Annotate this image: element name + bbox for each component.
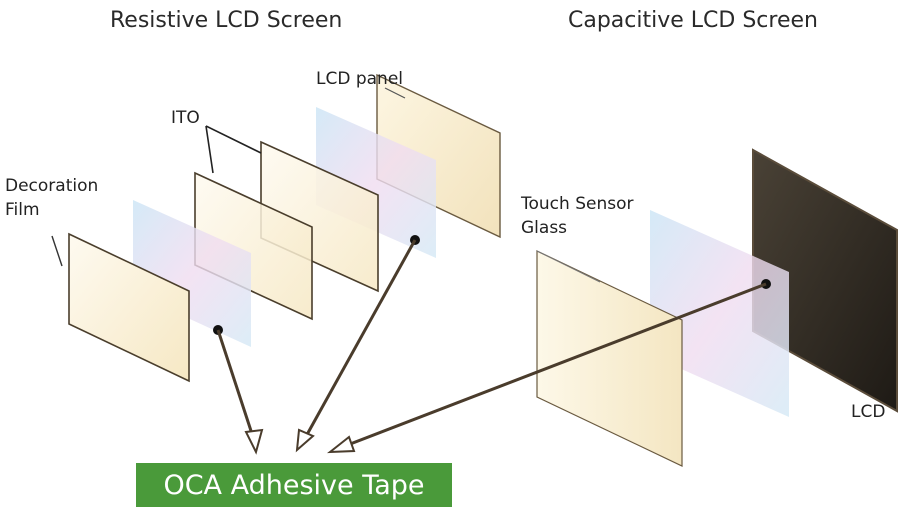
oca-adhesive-tape-callout: OCA Adhesive Tape — [136, 463, 452, 507]
decoration-film-label-line-1: Decoration — [5, 176, 99, 196]
decoration-film-leader — [51, 235, 63, 267]
resistive-oca-film-lower — [133, 200, 251, 347]
touch-sensor-leader — [536, 250, 601, 283]
lcd-panel-leader — [384, 87, 406, 99]
resistive-title: Resistive LCD Screen — [110, 8, 343, 33]
ito-leader-2 — [205, 125, 262, 154]
resistive-oca-film-upper — [316, 107, 436, 258]
touch-sensor-glass-label-line-1: Touch Sensor — [521, 194, 634, 214]
lcd-panel-label: LCD panel — [316, 69, 404, 89]
ito-label: ITO — [171, 108, 200, 128]
arrow-from-lower-film — [213, 325, 264, 455]
decoration-film-label: Decoration Film — [5, 174, 98, 222]
touch-sensor-glass-layer — [536, 250, 683, 467]
ito-leader-1 — [205, 125, 214, 174]
capacitive-title: Capacitive LCD Screen — [568, 8, 818, 33]
touch-sensor-glass-label-line-2: Glass — [521, 218, 568, 238]
decoration-film-label-line-2: Film — [5, 200, 40, 220]
lcd-label: LCD — [851, 402, 886, 422]
capacitive-oca-film — [650, 210, 789, 417]
arrow-from-capacitive-film — [326, 279, 771, 454]
decoration-film-layer — [68, 232, 190, 383]
touch-sensor-glass-label: Touch Sensor Glass — [521, 192, 633, 240]
arrow-from-upper-film — [295, 235, 420, 453]
